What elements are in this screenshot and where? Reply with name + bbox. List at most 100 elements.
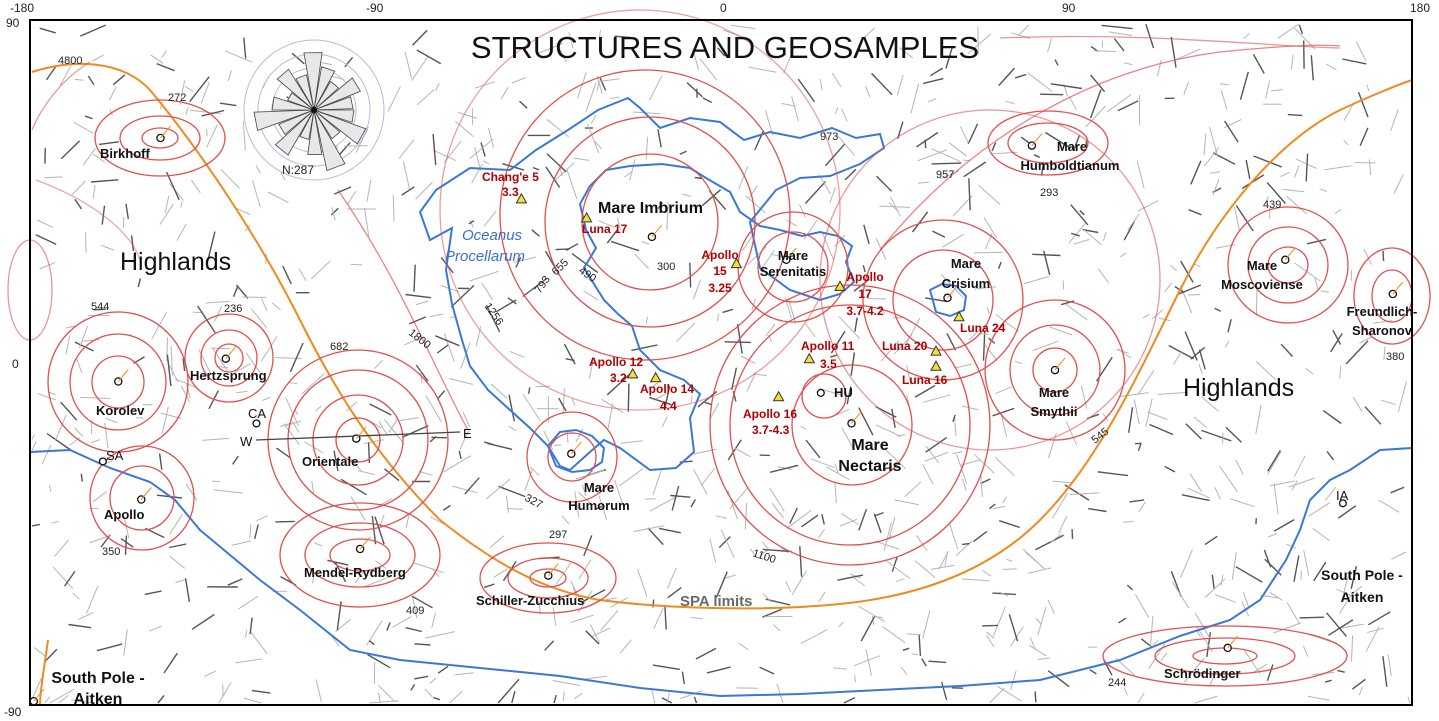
lineament — [522, 277, 548, 298]
lineament — [948, 522, 959, 550]
lineament — [616, 217, 622, 231]
lineament — [506, 495, 509, 513]
lineament — [1358, 686, 1363, 696]
lineament — [474, 146, 481, 171]
lineament — [78, 325, 89, 348]
lineament — [930, 67, 944, 77]
lineament — [383, 468, 400, 482]
east-big-ring — [819, 109, 1161, 451]
lineament — [649, 396, 672, 406]
lineament — [1365, 626, 1380, 652]
sample-label-apollo17: 17 — [858, 287, 872, 301]
lineament — [420, 371, 423, 384]
lineament — [1170, 36, 1177, 68]
lineament — [1269, 591, 1283, 601]
lineament — [80, 24, 106, 37]
lineament — [1373, 320, 1392, 324]
lineament — [1025, 551, 1046, 570]
lineament — [571, 398, 576, 406]
lineament — [289, 342, 304, 373]
moscoviense-ring-3 — [1267, 246, 1309, 284]
basin-label-spa-west: Aitken — [74, 691, 123, 708]
lineament — [1028, 644, 1047, 657]
lineament — [600, 610, 619, 631]
lineament — [82, 148, 96, 166]
lineament — [1089, 89, 1102, 119]
lineament — [515, 257, 522, 268]
sample-label-luna16: Luna 16 — [902, 373, 948, 387]
lineament — [883, 522, 892, 551]
lineament — [659, 527, 681, 534]
basin-label-hertzsprung: Hertzsprung — [190, 368, 267, 383]
lineament — [1211, 574, 1215, 589]
lineament — [750, 548, 756, 556]
lineament — [442, 504, 451, 511]
lineament — [31, 434, 35, 440]
lineament — [583, 290, 599, 301]
orientale-ring-2 — [287, 369, 429, 511]
ring-diameter-label: 300 — [657, 261, 675, 273]
lineament — [1380, 399, 1396, 405]
lineament — [632, 111, 661, 115]
lineament — [598, 495, 608, 520]
lineament — [825, 143, 846, 167]
lineament — [369, 403, 392, 416]
ring-diameter-label: 272 — [168, 92, 186, 104]
lineament — [631, 344, 658, 352]
lineament — [137, 278, 142, 288]
lineament — [1149, 423, 1174, 436]
lineament — [31, 441, 37, 451]
lineament — [1363, 248, 1372, 265]
point-label-sa: SA — [106, 448, 124, 463]
lineament — [285, 397, 299, 427]
lineament — [1383, 346, 1386, 360]
lineament — [649, 496, 677, 512]
lineament — [839, 518, 858, 527]
lineament — [1334, 208, 1342, 215]
lineament — [1188, 208, 1202, 216]
lineament — [1294, 262, 1321, 282]
lineament — [344, 56, 354, 68]
lineament — [1156, 59, 1162, 77]
lineament — [1180, 260, 1194, 283]
lineament — [159, 203, 174, 225]
sample-label-luna24: Luna 24 — [960, 321, 1006, 335]
lineament — [781, 103, 797, 107]
lat-tick-label: 0 — [12, 357, 19, 371]
lineament — [1101, 24, 1133, 30]
lineament — [821, 514, 825, 525]
lineament — [1194, 263, 1201, 268]
birkhoff-ring-2 — [119, 115, 201, 161]
lineament — [1029, 637, 1036, 649]
sample-marker-layer — [515, 192, 965, 402]
lineament — [1000, 414, 1007, 437]
lineament — [791, 96, 799, 122]
lineament — [105, 417, 118, 424]
lineament — [206, 124, 218, 148]
rose-petal — [295, 74, 315, 111]
lineament — [841, 513, 859, 525]
moscoviense-ring-2 — [1247, 226, 1329, 304]
lineament — [280, 171, 286, 181]
lineament — [513, 256, 537, 263]
lineament — [982, 624, 999, 627]
lineament — [762, 593, 772, 603]
lineament — [573, 157, 590, 161]
lineament — [896, 433, 906, 437]
lineament — [649, 75, 663, 101]
lineament — [530, 466, 540, 477]
lineament — [249, 617, 253, 635]
lineament — [1035, 534, 1064, 551]
lineament — [1277, 23, 1299, 39]
lineament — [715, 515, 727, 519]
lineament — [485, 304, 501, 333]
lineament — [570, 614, 594, 623]
lineament — [783, 45, 796, 74]
lineament — [931, 162, 962, 165]
lineament — [214, 306, 223, 322]
lineament — [80, 473, 83, 482]
lineament — [1065, 420, 1078, 446]
lineament — [1235, 459, 1244, 475]
lineament — [862, 265, 866, 273]
smythii-ring-2 — [1009, 324, 1101, 416]
